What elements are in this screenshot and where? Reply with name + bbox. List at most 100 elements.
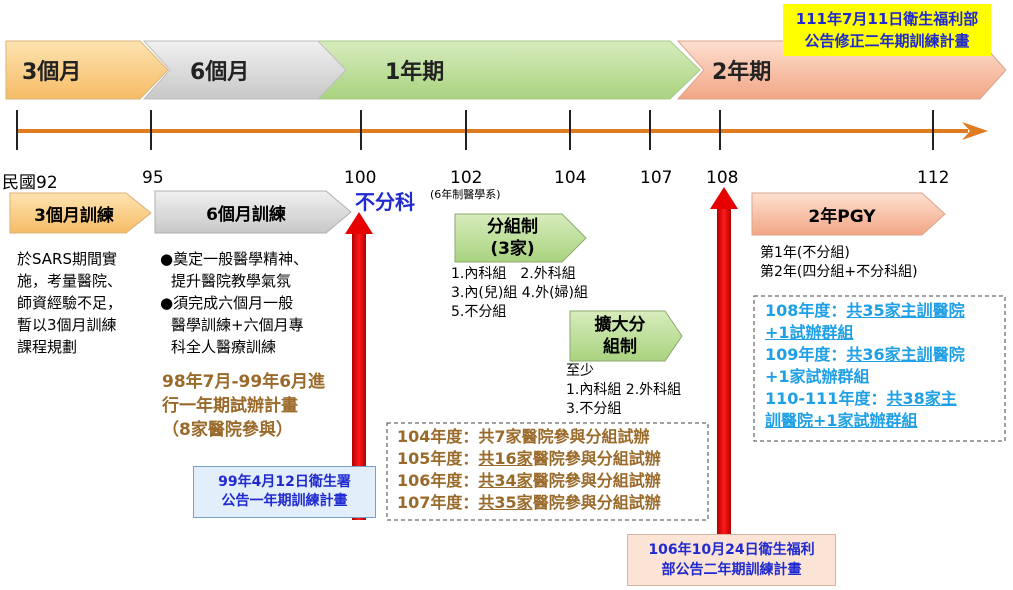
tick-95: 95 [142,168,164,188]
trial-plan-line3: （8家醫院參與） [162,420,293,440]
trial-year-row: 104年度：共7家醫院參與分組試辦 [397,426,661,448]
pgy-years-list: 108年度：共35家主訓醫院 +1試辦群組 109年度：共36家主訓醫院 +1家… [765,300,965,432]
trial-year-row: 106年度：共34家醫院參與分組試辦 [397,470,661,492]
pgy-year-label: 110-111年度： [765,389,887,408]
pgy-year-row: +1試辦群組 [765,322,965,344]
group-a-label: 分組制 (3家) [455,214,570,262]
pgy-year-row: +1家試辦群組 [765,366,965,388]
group-b-list-line2: 1.內科組 2.外科組 [566,382,682,398]
tick-108: 108 [706,168,739,188]
pgy-year-detail: +1家試辦群組 [765,367,870,386]
desc-6month-bullet1-line2: 提升醫院教學氣氛 [171,272,292,290]
red-arrow-108-head [710,187,738,209]
sub-3month-shape [9,192,152,234]
pgy-desc-line1: 第1年(不分組) [760,245,850,261]
trial-year-detail: 醫院參與分組試辦 [532,493,661,512]
trial-year-row: 105年度：共16家醫院參與分組試辦 [397,448,661,470]
group-a-label-line1: 分組制 [487,217,538,237]
trial-plan-line2: 行一年期試辦計畫 [162,396,298,416]
group-a-list-line2: 3.內(兒)組 4.外(婦)組 [451,285,589,301]
desc-6month-bullet2-line1: ●須完成六個月一般 [160,294,294,312]
desc-3month-line: 施，考量醫院、 [17,272,123,290]
pgy-year-row: 109年度：共36家主訓醫院 [765,344,965,366]
phase-1year-label: 1年期 [385,60,445,85]
group-b-label-line1: 擴大分 [594,315,646,335]
tick-107: 107 [640,168,673,188]
phase-1year-shape [296,40,701,100]
pgy-year-row: 110-111年度：共38家主 [765,388,965,410]
group-a-list-line1: 1.內科組 2.外科組 [451,266,576,282]
trial-years-list: 104年度：共7家醫院參與分組試辦 105年度：共16家醫院參與分組試辦 106… [397,426,661,514]
group-a-shape [454,213,587,263]
desc-6month-bullet1-line1: ●奠定一般醫學精神、 [160,250,309,268]
group-a-list: 1.內科組 2.外科組 3.內(兒)組 4.外(婦)組 5.不分組 [451,265,588,322]
notice-106-line2: 部公告二年期訓練計畫 [661,562,802,578]
pgy-year-label: 109年度： [765,345,847,364]
trial-year-label: 104年度： [397,427,479,446]
tick-100: 100 [344,168,377,188]
notice-106: 106年10月24日衛生福利 部公告二年期訓練計畫 [627,534,836,586]
pgy-year-detail: 共35家主訓醫院 [846,301,965,320]
pgy-year-row: 108年度：共35家主訓醫院 [765,300,965,322]
timeline-ticks [16,110,934,150]
notice-111-line1: 111年7月11日衛生福利部 [795,10,979,28]
trial-year-label: 105年度： [397,449,479,468]
notice-99-line2: 公告一年期訓練計畫 [221,493,348,509]
phase-3month-shape [5,40,169,100]
phase-6month-shape [142,40,347,100]
group-b-list: 至少 1.內科組 2.外科組 3.不分組 [566,362,681,419]
phase-3month-label: 3個月 [22,60,82,85]
pgy-year-detail: +1試辦群組 [765,323,854,342]
sub-6month-shape [154,190,352,234]
sub-3month-label: 3個月訓練 [34,205,114,226]
pgy-year-label: 108年度： [765,301,847,320]
trial-year-count: 共34家 [478,471,533,490]
trial-plan-line1: 98年7月-99年6月進 [162,372,326,392]
group-b-label-line2: 組制 [603,337,637,357]
pgy-years-box [753,295,1006,442]
desc-6month: ●奠定一般醫學精神、 提升醫院教學氣氛 ●須完成六個月一般 醫學訓練+六個月專 … [160,248,308,358]
trial-year-count: 共35家 [478,493,533,512]
nodivision-note: (6年制醫學系) [430,188,501,201]
trial-year-row: 107年度：共35家醫院參與分組試辦 [397,492,661,514]
group-a-list-line3: 5.不分組 [451,304,507,320]
trial-years-box [386,422,709,521]
pgy-year-detail: 醫院 [932,345,965,364]
group-b-list-line1: 至少 [566,363,594,379]
pgy-desc-line2: 第2年(四分組+不分科組) [760,264,918,280]
desc-3month-line: 暫以3個月訓練 [17,316,117,334]
desc-3month-line: 師資經驗不足， [17,294,123,312]
notice-111-line2: 公告修正二年期訓練計畫 [804,32,970,50]
trial-plan: 98年7月-99年6月進 行一年期試辦計畫 （8家醫院參與） [162,370,325,442]
trial-year-label: 107年度： [397,493,479,512]
timeline-arrowhead [962,122,988,140]
tick-102: 102 [450,168,483,188]
sub-2pgy-shape [751,192,946,236]
desc-3month-line: 課程規劃 [17,338,78,356]
desc-3month: 於SARS期間實 施，考量醫院、 師資經驗不足， 暫以3個月訓練 課程規劃 [17,248,122,358]
pgy-year-row: 訓醫院+1家試辦群組 [765,410,965,432]
pgy-desc: 第1年(不分組) 第2年(四分組+不分科組) [760,244,918,282]
phase-6month-label: 6個月 [190,60,250,85]
notice-99-line1: 99年4月12日衛生署 [218,474,351,490]
trial-year-label: 106年度： [397,471,479,490]
trial-year-count: 共16家 [478,449,533,468]
sub-6month-label: 6個月訓練 [206,204,286,225]
group-b-shape [569,310,683,362]
tick-92: 民國92 [2,173,58,193]
pgy-year-detail: 訓醫院+1家試辦群組 [765,411,918,430]
group-a-label-line2: (3家) [490,239,535,259]
trial-year-detail: 醫院參與分組試辦 [532,471,661,490]
sub-2pgy-label: 2年PGY [808,206,876,227]
desc-6month-bullet2-line3: 科全人醫療訓練 [171,338,277,356]
notice-99: 99年4月12日衛生署 公告一年期訓練計畫 [193,466,376,518]
pgy-year-detail: 共36家主訓 [846,345,933,364]
red-arrow-100-shaft [352,232,366,520]
group-b-label: 擴大分 組制 [570,311,670,361]
nodivision-label: 不分科 [355,190,415,214]
tick-104: 104 [554,168,587,188]
phase-2year-label: 2年期 [712,60,772,85]
red-arrow-100-head [345,212,373,234]
tick-112: 112 [917,168,950,188]
